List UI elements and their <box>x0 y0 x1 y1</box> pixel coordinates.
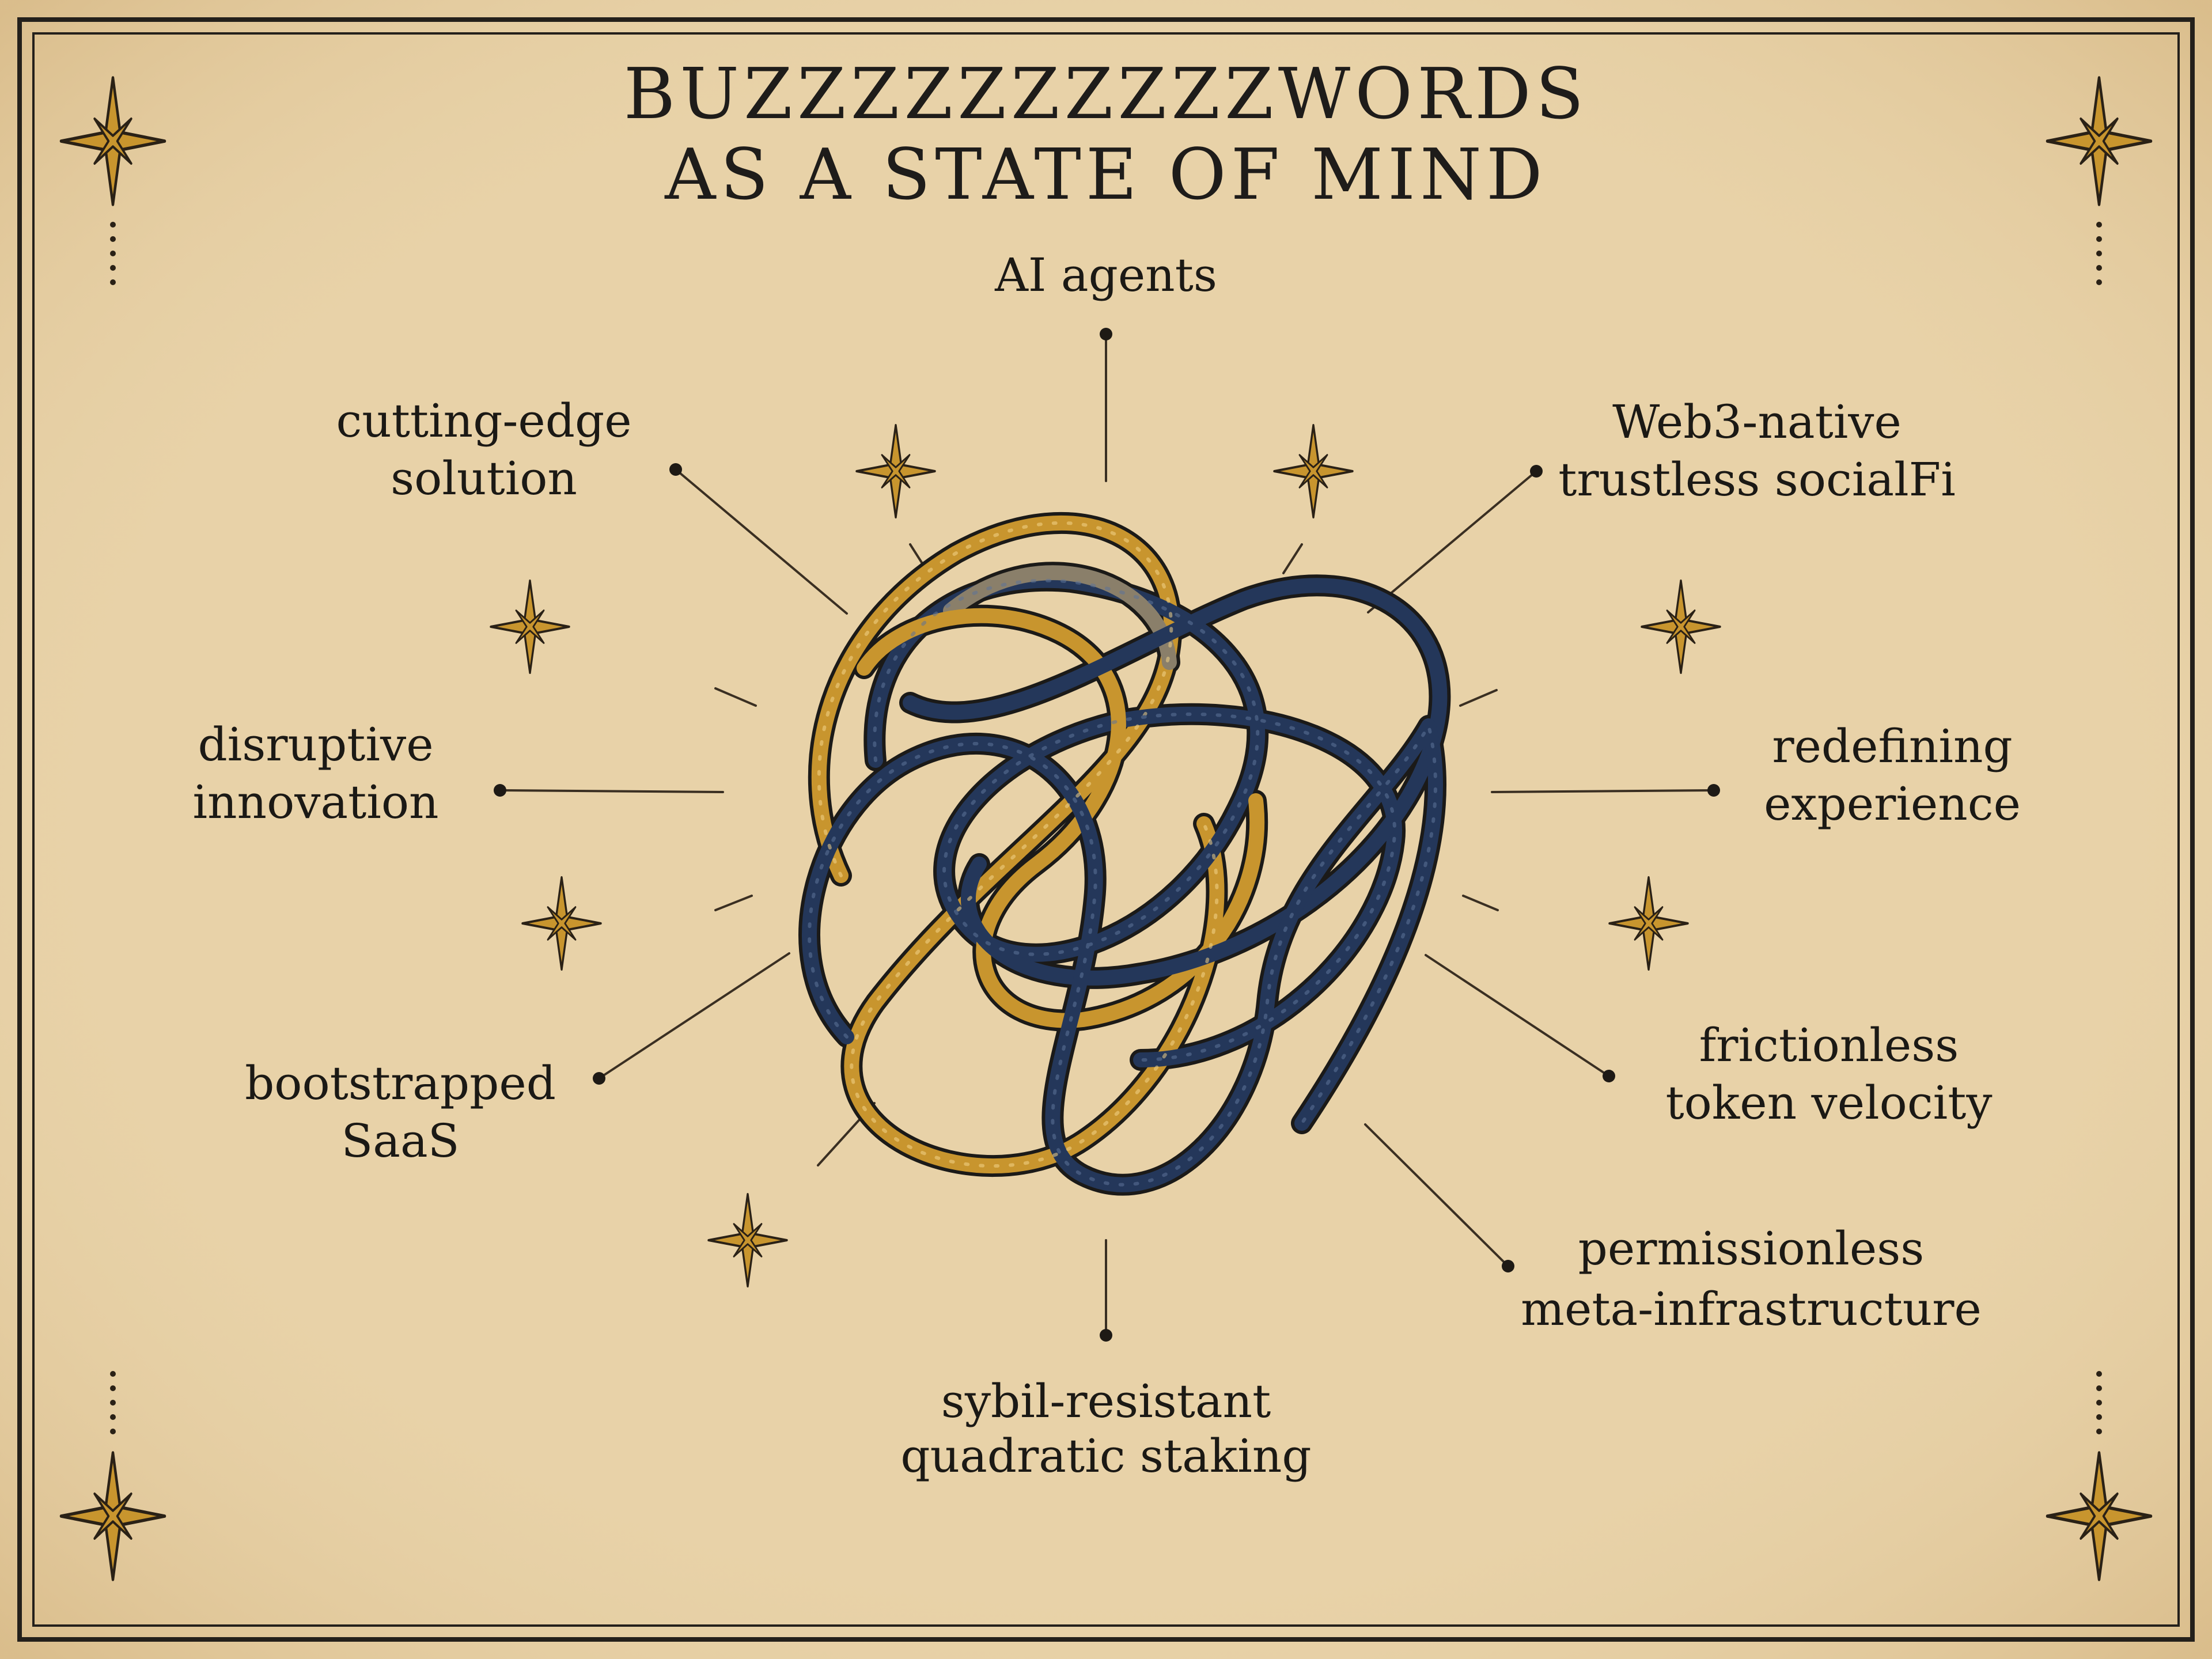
label-ai-agents: AI agents <box>994 248 1217 302</box>
label-bootstrapped-line-2: SaaS <box>342 1114 460 1168</box>
label-permissionless-line-1: permissionless <box>1578 1222 1925 1275</box>
label-frictionless-line-2: token velocity <box>1665 1076 1992 1130</box>
title-line-2: AS A STATE OF MIND <box>664 134 1547 215</box>
title-line-1: BUZZZZZZZZZZWORDS <box>624 53 1589 135</box>
label-disruptive-line-2: innovation <box>192 775 438 829</box>
label-web3-native-line-1: Web3-native <box>1612 395 1902 449</box>
label-cutting-edge-line-1: cutting-edge <box>336 394 631 448</box>
border-frame <box>17 17 2195 1642</box>
label-permissionless-line-2: meta-infrastructure <box>1521 1282 1982 1336</box>
label-redefining-line-1: redefining <box>1772 719 2012 773</box>
label-disruptive-line-1: disruptive <box>198 718 433 771</box>
label-ai-agents-line-1: AI agents <box>994 248 1217 302</box>
label-bootstrapped-line-1: bootstrapped <box>245 1056 556 1110</box>
tangled-knot-icon <box>798 512 1451 1196</box>
radial-ticks <box>714 543 1499 1166</box>
label-cutting-edge-line-2: solution <box>391 452 577 505</box>
dotted-ornament <box>110 222 2102 1434</box>
connector-lines <box>499 333 1715 1336</box>
label-web3-native-line-2: trustless socialFi <box>1558 453 1956 506</box>
label-frictionless-line-1: frictionless <box>1699 1018 1959 1072</box>
label-sybil-resistant-line-2: quadratic staking <box>900 1429 1311 1483</box>
label-permissionless: permissionless meta-infrastructure <box>1521 1222 1982 1336</box>
label-redefining-line-2: experience <box>1764 777 2021 831</box>
label-sybil-resistant-line-1: sybil-resistant <box>941 1374 1271 1428</box>
connector-endpoints <box>494 328 1720 1342</box>
